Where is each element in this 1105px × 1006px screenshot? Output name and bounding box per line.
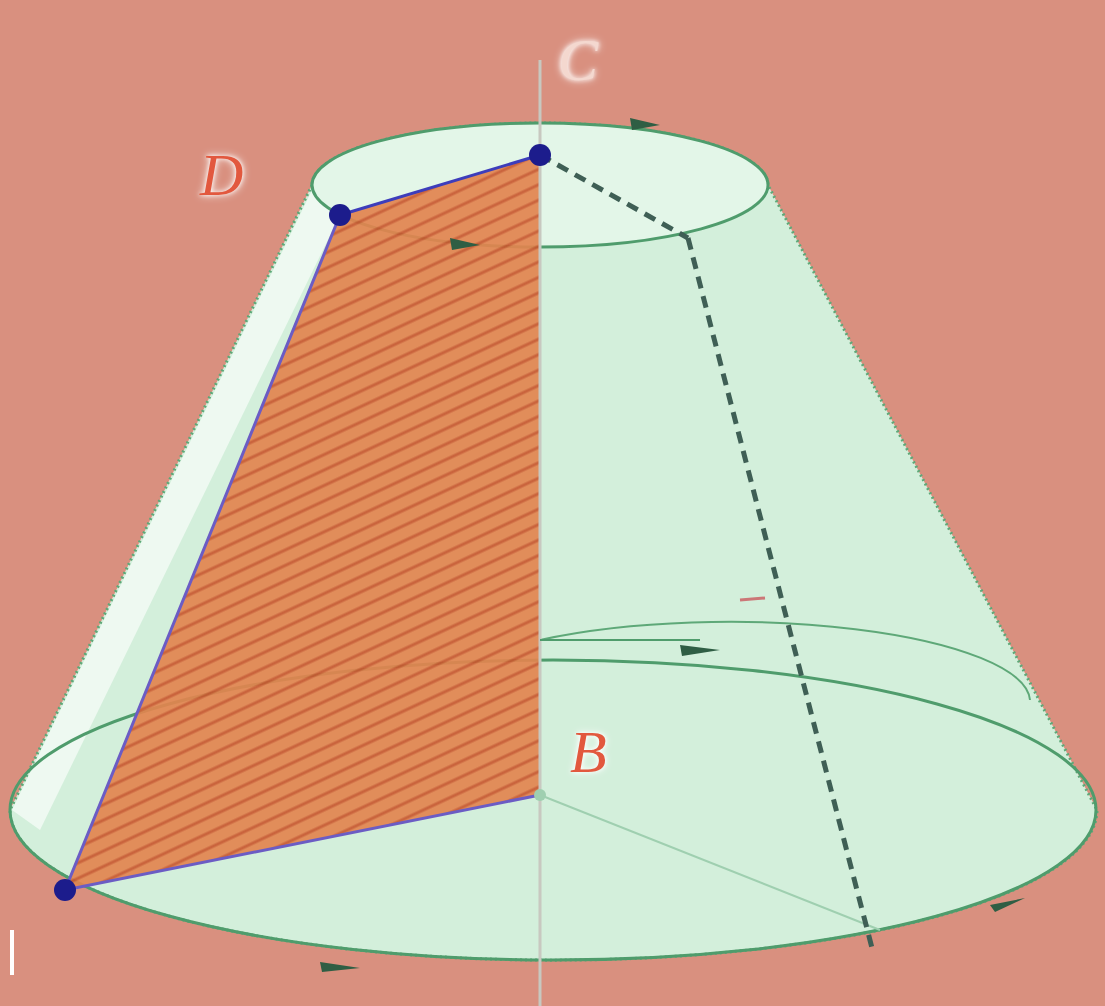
point-label: B	[570, 722, 607, 782]
point-label: C	[558, 30, 598, 90]
point-label: D	[200, 145, 243, 205]
